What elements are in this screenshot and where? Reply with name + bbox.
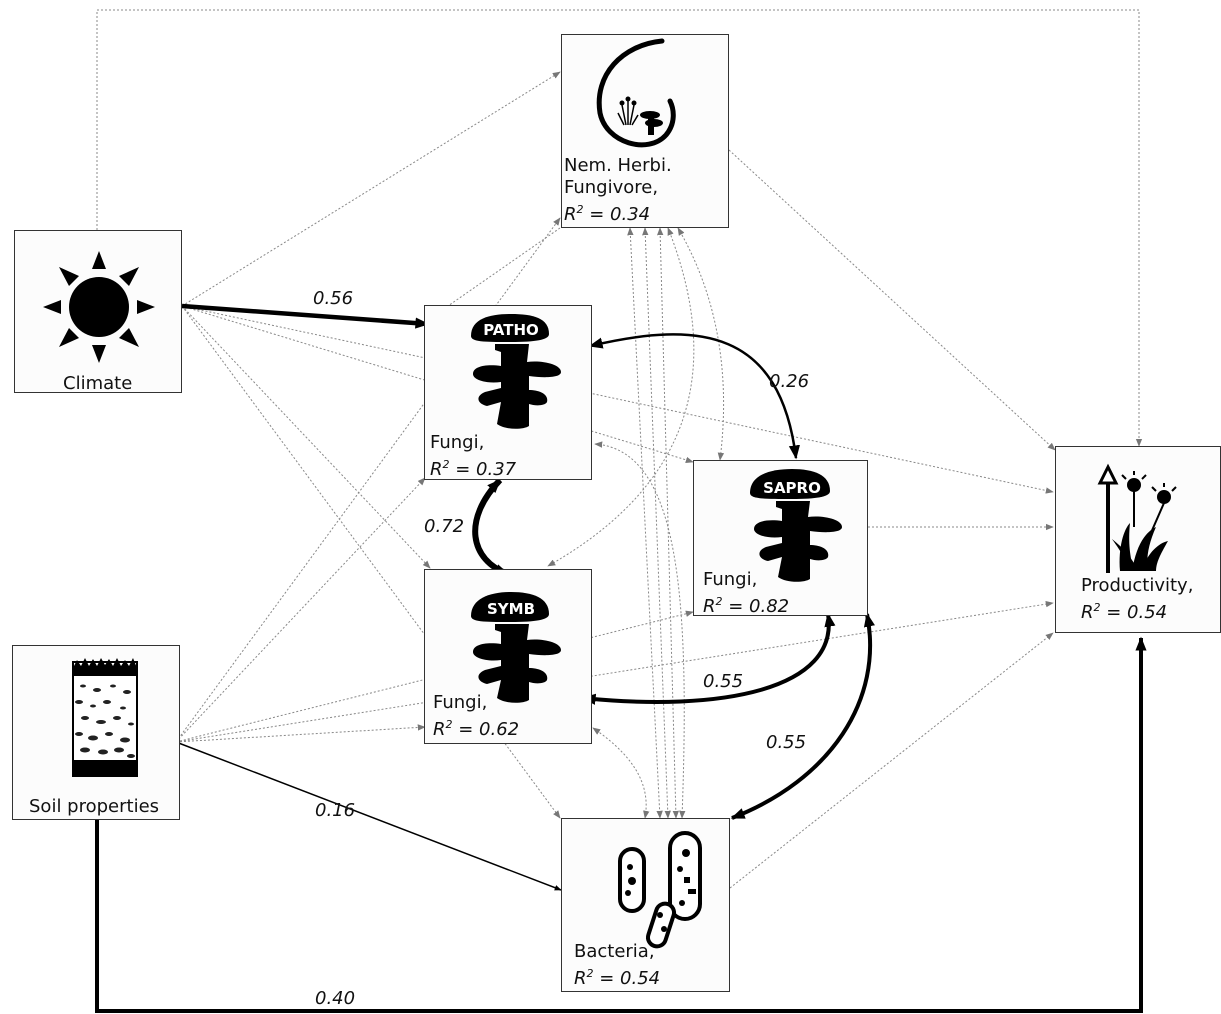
productivity-label: Productivity, bbox=[1081, 575, 1194, 596]
symb-r2-value: = 0.62 bbox=[458, 719, 520, 740]
r2-exponent: 2 bbox=[586, 967, 594, 980]
coef-sapro-bacteria: 0.55 bbox=[766, 732, 807, 753]
path-soil-symb bbox=[175, 724, 426, 743]
path-soil-productivity-bottom bbox=[95, 636, 1147, 1013]
patho-r2: R2 = 0.37 bbox=[430, 454, 516, 481]
coef-soil-bacteria: 0.16 bbox=[315, 800, 356, 821]
r2-symbol: R bbox=[564, 204, 577, 225]
bacteria-r2: R2 = 0.54 bbox=[574, 963, 660, 990]
r2-symbol: R bbox=[703, 596, 716, 617]
symb-r2: R2 = 0.62 bbox=[433, 714, 519, 741]
plant-productivity-icon bbox=[1097, 463, 1177, 573]
bacteria-icon bbox=[618, 831, 702, 949]
sun-icon bbox=[43, 251, 155, 363]
bacteria-label: Bacteria, bbox=[574, 941, 655, 962]
soil-profile-icon bbox=[72, 658, 138, 777]
r2-exponent: 2 bbox=[1093, 601, 1101, 614]
path-nematode-productivity bbox=[728, 149, 1056, 451]
coef-soil-productivity: 0.40 bbox=[315, 988, 356, 1009]
sapro-tag: SAPRO bbox=[763, 479, 821, 497]
nematode-label-line2: Fungivore, bbox=[564, 177, 659, 198]
patho-label: Fungi, bbox=[430, 432, 485, 453]
path-patho-bacteria bbox=[594, 441, 686, 819]
path-climate-nematode bbox=[181, 71, 561, 307]
path-symb-bacteria bbox=[592, 727, 650, 819]
climate-label: Climate bbox=[63, 373, 133, 394]
pathogen-mushroom-icon: PATHO bbox=[471, 314, 561, 429]
nematode-node: Nem. Herbi. Fungivore, R2 = 0.34 bbox=[561, 34, 729, 228]
productivity-r2-value: = 0.54 bbox=[1106, 602, 1168, 623]
saprotroph-mushroom-icon: SAPRO bbox=[750, 469, 842, 582]
sapro-label: Fungi, bbox=[703, 569, 758, 590]
symb-label: Fungi, bbox=[433, 692, 488, 713]
path-climate-symb bbox=[181, 305, 431, 569]
r2-symbol: R bbox=[1081, 602, 1094, 623]
nematode-r2-value: = 0.34 bbox=[589, 204, 651, 225]
path-sapro-bacteria bbox=[730, 612, 875, 820]
r2-symbol: R bbox=[574, 968, 587, 989]
patho-tag: PATHO bbox=[483, 321, 539, 339]
r2-exponent: 2 bbox=[715, 595, 723, 608]
sapro-fungi-node: SAPRO Fungi, R2 = 0.82 bbox=[693, 460, 868, 618]
r2-exponent: 2 bbox=[445, 718, 453, 731]
path-soil-patho bbox=[175, 477, 426, 743]
path-climate-productivity-top bbox=[96, 9, 1143, 447]
sapro-r2: R2 = 0.82 bbox=[703, 591, 789, 618]
productivity-r2: R2 = 0.54 bbox=[1081, 597, 1167, 624]
path-soil-productivity bbox=[175, 600, 1054, 743]
sapro-r2-value: = 0.82 bbox=[728, 596, 790, 617]
r2-symbol: R bbox=[433, 719, 446, 740]
path-nematode-sapro bbox=[677, 227, 725, 461]
nematode-r2: R2 = 0.34 bbox=[564, 199, 650, 226]
path-nematode-bacteria-2 bbox=[642, 227, 671, 819]
soil-node: Soil properties bbox=[12, 645, 180, 820]
path-bacteria-productivity bbox=[729, 632, 1054, 889]
solid-paths bbox=[95, 303, 1147, 1013]
path-patho-sapro bbox=[588, 333, 800, 460]
nematode-label-line1: Nem. Herbi. bbox=[564, 155, 672, 176]
bacteria-node: Bacteria, R2 = 0.54 bbox=[561, 818, 730, 992]
coef-patho-symb: 0.72 bbox=[424, 516, 465, 537]
patho-r2-value: = 0.37 bbox=[455, 459, 517, 480]
path-climate-patho bbox=[181, 303, 430, 329]
productivity-node: Productivity, R2 = 0.54 bbox=[1055, 446, 1221, 633]
r2-exponent: 2 bbox=[442, 458, 450, 471]
symbiont-mushroom-icon: SYMB bbox=[471, 592, 561, 703]
coef-patho-sapro: 0.26 bbox=[769, 371, 810, 392]
path-nematode-bacteria-1 bbox=[627, 227, 663, 819]
climate-node: Climate bbox=[14, 230, 182, 394]
soil-label: Soil properties bbox=[29, 796, 160, 817]
symb-fungi-node: SYMB Fungi, R2 = 0.62 bbox=[424, 569, 592, 744]
path-climate-productivity bbox=[181, 305, 1054, 494]
coef-sapro-symb: 0.55 bbox=[703, 671, 744, 692]
path-patho-symb bbox=[472, 477, 510, 577]
coef-climate-patho: 0.56 bbox=[313, 288, 354, 309]
r2-symbol: R bbox=[430, 459, 443, 480]
r2-exponent: 2 bbox=[576, 203, 584, 216]
path-nematode-bacteria-3 bbox=[656, 227, 680, 819]
symb-tag: SYMB bbox=[487, 600, 535, 618]
patho-fungi-node: PATHO Fungi, R2 = 0.37 bbox=[424, 305, 592, 480]
path-soil-bacteria bbox=[175, 741, 562, 891]
bacteria-r2-value: = 0.54 bbox=[599, 968, 661, 989]
nematode-icon bbox=[596, 38, 676, 148]
